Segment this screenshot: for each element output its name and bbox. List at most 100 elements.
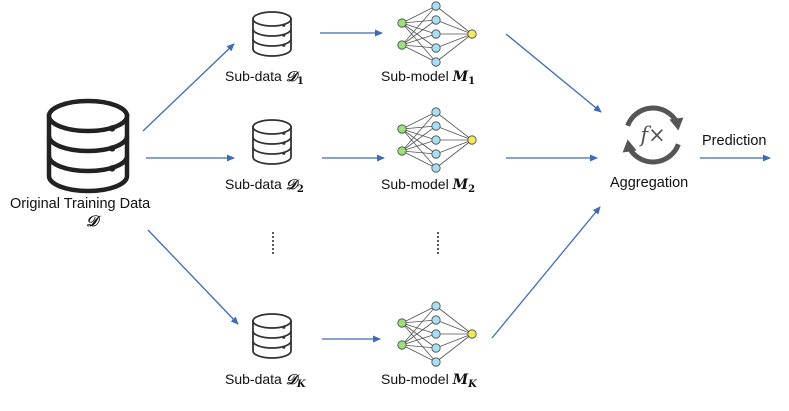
cylinder-dot: [108, 145, 116, 152]
networks-layer: [397, 1, 477, 367]
network-edge: [435, 19, 473, 35]
cylinder-divider: [46, 155, 130, 174]
network-edge: [401, 128, 437, 141]
ellipsis-subdata: [272, 232, 276, 256]
hidden-node: [431, 149, 441, 159]
submodel-label-k: Sub-model MK: [381, 371, 477, 393]
network-submodel-k-icon: [397, 301, 477, 367]
output-node: [467, 329, 477, 339]
source-label: Original Training Data: [10, 196, 151, 212]
cylinder-divider: [252, 330, 292, 339]
cycle-arc-top: [625, 105, 679, 127]
submodel-symbol: M: [452, 177, 469, 193]
database-subdata-2-icon: [252, 119, 292, 165]
submodel-index: 1: [468, 76, 476, 87]
network-edge: [401, 125, 437, 130]
hidden-node: [431, 43, 441, 53]
network-edge: [401, 322, 437, 335]
network-edge: [401, 128, 437, 169]
hidden-node: [431, 1, 441, 11]
cylinder-body: [46, 113, 130, 194]
network-edge: [401, 344, 437, 363]
subdata-symbol: 𝒟: [285, 177, 297, 193]
cylinder-divider: [252, 136, 292, 145]
input-node: [397, 18, 407, 28]
network-edge: [435, 5, 473, 35]
cylinder-divider: [252, 38, 292, 47]
subdata-symbol: 𝒟: [285, 372, 297, 388]
network-edge: [401, 125, 437, 152]
cycle-arc-bottom: [627, 143, 681, 165]
cylinder-dot: [108, 125, 116, 132]
network-edge: [401, 22, 437, 63]
submodel-index: K: [468, 379, 477, 390]
submodel-label-2: Sub-model M2: [381, 176, 475, 198]
cylinder-top: [252, 313, 292, 329]
databases-layer: [46, 11, 292, 359]
database-subdata-1-icon: [252, 11, 292, 57]
network-edge: [401, 22, 437, 35]
network-edge: [401, 333, 437, 346]
cylinder-body: [252, 126, 292, 165]
ellipsis-submodel: [437, 232, 441, 256]
network-edge: [435, 125, 473, 141]
arrow-source-to-subdata-1: [142, 43, 235, 132]
source-symbol: 𝒟: [86, 212, 98, 230]
submodel-index: 2: [468, 184, 476, 195]
network-edge: [401, 19, 437, 24]
cylinder-dot: [282, 325, 286, 329]
network-edge: [401, 111, 437, 152]
subdata-prefix: Sub-data: [225, 68, 286, 84]
network-edge: [401, 33, 437, 46]
cylinder-divider: [46, 135, 130, 154]
network-edge: [401, 44, 437, 49]
subdata-label-1: Sub-data 𝒟1: [225, 68, 304, 90]
network-edge: [401, 322, 437, 349]
hidden-node: [431, 57, 441, 67]
aggregation-label: Aggregation: [610, 175, 689, 191]
submodel-prefix: Sub-model: [381, 371, 453, 387]
network-edge: [401, 22, 437, 49]
network-edge: [401, 344, 437, 349]
input-node: [397, 124, 407, 134]
hidden-node: [431, 29, 441, 39]
output-node: [467, 29, 477, 39]
hidden-node: [431, 15, 441, 25]
submodel-symbol: M: [452, 69, 469, 85]
input-node: [397, 40, 407, 50]
function-symbol: f×: [638, 123, 665, 147]
hidden-node: [431, 329, 441, 339]
submodel-prefix: Sub-model: [381, 176, 453, 192]
network-edge: [401, 5, 437, 46]
subdata-index: 1: [296, 76, 304, 87]
subdata-label-k: Sub-data 𝒟K: [225, 371, 306, 393]
input-node: [397, 146, 407, 156]
cylinder-body: [252, 320, 292, 359]
subdata-symbol: 𝒟: [285, 69, 297, 85]
cylinder-divider: [252, 340, 292, 349]
arrow-submodel-k-to-aggregation: [491, 206, 601, 339]
network-edge: [401, 305, 437, 346]
network-edge: [401, 319, 437, 346]
arrows-layer: [142, 29, 771, 343]
cylinder-dot: [108, 165, 116, 172]
cylinder-dot: [282, 345, 286, 349]
network-edge: [401, 19, 437, 46]
cylinder-dot: [282, 23, 286, 27]
cylinder-top: [252, 11, 292, 27]
network-edge: [401, 111, 437, 130]
output-node: [467, 135, 477, 145]
network-submodel-1-icon: [397, 1, 477, 67]
subdata-index: K: [296, 379, 306, 390]
subdata-index: 2: [296, 184, 304, 195]
cylinder-top: [252, 119, 292, 135]
database-original-icon: [46, 98, 130, 194]
hidden-node: [431, 301, 441, 311]
cylinder-dot: [282, 151, 286, 155]
cycle-arrowhead: [622, 139, 637, 153]
cylinder-dot: [282, 131, 286, 135]
subdata-prefix: Sub-data: [225, 371, 286, 387]
cylinder-dot: [282, 141, 286, 145]
